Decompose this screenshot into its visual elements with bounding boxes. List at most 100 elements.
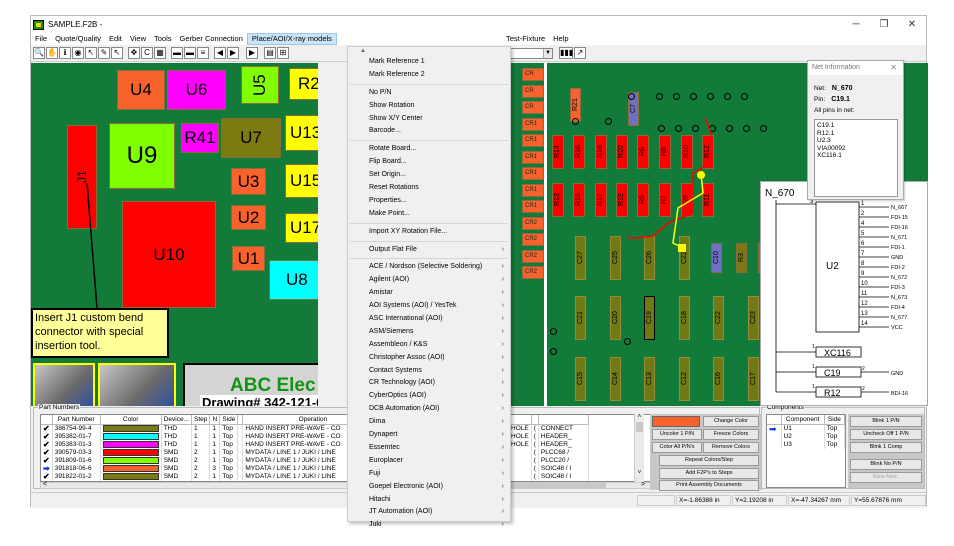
column-header[interactable] bbox=[531, 415, 539, 425]
menu-item-mark-reference-1[interactable]: Mark Reference 1 bbox=[348, 56, 510, 69]
menu-item-juki[interactable]: Juki› bbox=[348, 519, 510, 532]
view-icon[interactable]: ▤ bbox=[264, 47, 276, 59]
menu-item-cr-technology-aoi[interactable]: CR Technology (AOI)› bbox=[348, 377, 510, 390]
freeze-colors-button[interactable]: Freeze Colors bbox=[703, 429, 759, 440]
menu-gerber-connection[interactable]: Gerber Connection bbox=[179, 34, 243, 43]
change-color-button[interactable]: Change Color bbox=[703, 416, 759, 427]
menu-item-rotate-board[interactable]: Rotate Board... bbox=[348, 143, 510, 156]
checkmark-icon[interactable]: ✔ bbox=[41, 440, 53, 449]
target-icon[interactable]: ◉ bbox=[72, 47, 84, 59]
grid-icon[interactable]: ⊞ bbox=[277, 47, 289, 59]
scroll-thumb[interactable] bbox=[511, 483, 606, 488]
menu-item-reset-rotations[interactable]: Reset Rotations bbox=[348, 182, 510, 195]
component-u3[interactable]: U3 bbox=[231, 168, 266, 195]
uncheck-off-pn-button[interactable]: Uncheck Off 1 P/N bbox=[850, 429, 922, 440]
color-swatch[interactable] bbox=[102, 473, 159, 480]
info-icon[interactable]: ℹ bbox=[59, 47, 71, 59]
cr-part[interactable]: CR2 bbox=[522, 216, 544, 230]
close-icon[interactable]: ✕ bbox=[890, 63, 897, 72]
menu-tools[interactable]: Tools bbox=[154, 34, 172, 43]
pin-list-item[interactable]: U2.3 bbox=[817, 137, 831, 144]
menu-item-barcode[interactable]: Barcode... bbox=[348, 125, 510, 138]
column-header[interactable]: Step bbox=[191, 415, 211, 425]
checkmark-icon[interactable]: ✔ bbox=[41, 424, 53, 433]
column-header[interactable] bbox=[237, 415, 244, 425]
component-u4[interactable]: U4 bbox=[117, 70, 165, 110]
blink-comp-button[interactable]: Blink 1 Comp bbox=[850, 442, 922, 453]
layer-icon[interactable]: ≡ bbox=[197, 47, 209, 59]
center-icon[interactable]: ✥ bbox=[128, 47, 140, 59]
blink-misc-button[interactable]: Blink Misc. bbox=[850, 472, 922, 483]
column-header[interactable]: Side bbox=[219, 415, 239, 425]
menu-item-amistar[interactable]: Amistar› bbox=[348, 287, 510, 300]
cr-part[interactable]: CR1 bbox=[522, 117, 544, 131]
pin-list-item[interactable]: R12.1 bbox=[817, 129, 835, 137]
checkmark-icon[interactable]: ✔ bbox=[41, 432, 53, 441]
component-u13[interactable]: U13 bbox=[285, 115, 318, 151]
pin-list-item[interactable]: VIA00092 bbox=[817, 144, 846, 152]
flag-icon[interactable]: ▶ bbox=[246, 47, 258, 59]
close-button[interactable]: ✕ bbox=[907, 19, 917, 30]
menu-item-make-point[interactable]: Make Point... bbox=[348, 208, 510, 221]
menu-item-asc-international-aoi[interactable]: ASC International (AOI)› bbox=[348, 313, 510, 326]
menu-item-europlacer[interactable]: Europlacer› bbox=[348, 455, 510, 468]
component-u7[interactable]: U7 bbox=[221, 118, 281, 158]
menu-item-aoi-systems-aoi-yestek[interactable]: AOI Systems (AOI) / YesTek› bbox=[348, 300, 510, 313]
pan-hand-icon[interactable]: ✋ bbox=[46, 47, 58, 59]
column-header[interactable] bbox=[538, 415, 589, 425]
menu-item-cyberoptics-aoi[interactable]: CyberOptics (AOI)› bbox=[348, 390, 510, 403]
color-swatch[interactable] bbox=[102, 457, 159, 464]
menu-item-mark-reference-2[interactable]: Mark Reference 2 bbox=[348, 69, 510, 82]
column-header[interactable]: N bbox=[209, 415, 221, 425]
menu-item-christopher-assoc-aoi[interactable]: Christopher Assoc (AOI)› bbox=[348, 352, 510, 365]
scroll-up-icon[interactable]: ˄ bbox=[637, 414, 642, 420]
component-u2[interactable]: U2 bbox=[231, 205, 266, 230]
menu-item-agilent-aoi[interactable]: Agilent (AOI)› bbox=[348, 274, 510, 287]
menu-item-flip-board[interactable]: Flip Board... bbox=[348, 156, 510, 169]
menu-view[interactable]: View bbox=[129, 34, 147, 43]
chevron-down-icon[interactable]: ▼ bbox=[543, 49, 552, 58]
color-swatch[interactable] bbox=[102, 449, 159, 456]
pcb-view-left[interactable]: U4 U6 U5 R2 U9 R41 U7 U13 U3 U15 U2 U17 … bbox=[31, 63, 318, 406]
menu-item-no-p-n[interactable]: No P/N bbox=[348, 87, 510, 100]
menu-item-essemtec[interactable]: Essemtec› bbox=[348, 442, 510, 455]
menu-item-show-rotation[interactable]: Show Rotation bbox=[348, 100, 510, 113]
vertical-scrollbar[interactable]: ˄ ˅ bbox=[634, 414, 644, 482]
barcode-icon[interactable]: ▮▮▮ bbox=[559, 47, 574, 59]
uncolor-pn-button[interactable]: Uncolor 1 P/N bbox=[652, 429, 702, 440]
menu-item-set-origin[interactable]: Set Origin... bbox=[348, 169, 510, 182]
binoculars-icon[interactable]: ▦ bbox=[154, 47, 166, 59]
menu-quote-quality[interactable]: Quote/Quality bbox=[55, 34, 101, 43]
menu-item-contact-systems[interactable]: Contact Systems› bbox=[348, 365, 510, 378]
current-color-swatch[interactable] bbox=[652, 416, 700, 427]
hammer-icon[interactable]: ↗ bbox=[574, 47, 586, 59]
column-header[interactable]: Device... bbox=[161, 415, 193, 425]
menu-file[interactable]: File bbox=[35, 34, 48, 43]
edit-icon[interactable]: ✎ bbox=[98, 47, 110, 59]
component-r41[interactable]: R41 bbox=[181, 123, 219, 153]
blink-no-pn-button[interactable]: Blink No P/N bbox=[850, 459, 922, 470]
column-header[interactable]: Color bbox=[100, 415, 162, 425]
component-u17[interactable]: U17 bbox=[285, 213, 318, 243]
menu-item-dcb-automation-aoi[interactable]: DCB Automation (AOI)› bbox=[348, 403, 510, 416]
cr-part[interactable]: CR bbox=[522, 68, 544, 81]
menu-test-fixture[interactable]: Test-Fixture bbox=[505, 34, 546, 43]
line2-icon[interactable]: ▬ bbox=[184, 47, 196, 59]
cr-part[interactable]: CR2 bbox=[522, 233, 544, 246]
vscroll-thumb[interactable] bbox=[636, 422, 643, 432]
add-f2p-steps-button[interactable]: Add F2P's to Steps bbox=[659, 468, 759, 479]
cr-part[interactable]: CR1 bbox=[522, 167, 544, 180]
menu-item-import-xy-rotation-file[interactable]: Import XY Rotation File... bbox=[348, 226, 510, 239]
arrow-right-icon[interactable]: ➡ bbox=[41, 464, 53, 473]
menu-item-hitachi[interactable]: Hitachi› bbox=[348, 494, 510, 507]
menu-item-jt-automation-aoi[interactable]: JT Automation (AOI)› bbox=[348, 506, 510, 519]
cr-part[interactable]: CR2 bbox=[522, 266, 544, 279]
menu-item-dima[interactable]: Dima› bbox=[348, 416, 510, 429]
color-swatch[interactable] bbox=[102, 433, 159, 440]
comp-col-component[interactable]: Component bbox=[781, 415, 825, 425]
scroll-up-icon[interactable]: ▲ bbox=[360, 48, 366, 54]
component-u10[interactable]: U10 bbox=[122, 201, 216, 308]
